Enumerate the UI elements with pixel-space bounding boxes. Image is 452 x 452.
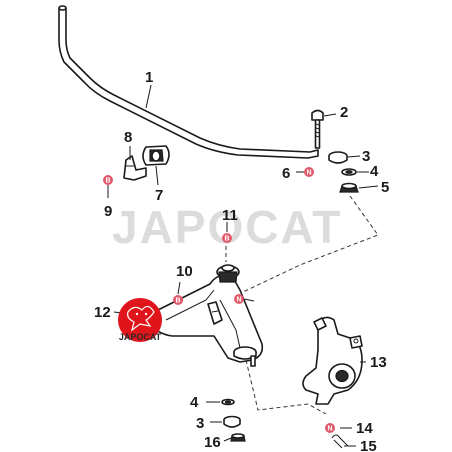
link-washer: [341, 168, 357, 176]
watermark: JAPOCAT: [112, 201, 342, 253]
svg-text:N: N: [327, 426, 332, 433]
callout-4-lower: 4: [190, 394, 199, 411]
callout-8: 8: [124, 129, 132, 146]
badge-n-14: N: [325, 423, 335, 433]
svg-text:B: B: [105, 178, 110, 185]
svg-text:B: B: [224, 236, 229, 243]
balljoint-nut: [223, 415, 241, 428]
callout-15: 15: [360, 438, 377, 452]
stabilizer-bar: [58, 5, 319, 159]
lower-control-arm: [149, 264, 264, 367]
callout-6: 6: [282, 165, 290, 182]
callout-3: 3: [362, 148, 370, 165]
assembly-guide-line: [225, 195, 379, 301]
balljoint-washer: [221, 398, 235, 406]
badge-n-6: N: [304, 167, 314, 177]
callout-2: 2: [340, 104, 348, 121]
callout-5: 5: [381, 179, 389, 196]
link-bushing-upper: [328, 151, 348, 164]
bushing-bracket: [123, 155, 147, 181]
callout-3-lower: 3: [196, 415, 204, 432]
balljoint-cotter: [230, 433, 246, 442]
leader-lines: [107, 84, 379, 447]
logo-text: JAPOCAT: [119, 332, 162, 342]
svg-text:N: N: [306, 170, 311, 177]
badge-b-11: B: [222, 233, 232, 243]
steering-knuckle: [302, 316, 363, 405]
assembly-guide-line-lower: [245, 359, 327, 415]
svg-text:N: N: [236, 297, 241, 304]
callout-1: 1: [145, 69, 153, 86]
badge-b-9: B: [103, 175, 113, 185]
stabilizer-link: [311, 109, 324, 149]
callout-4: 4: [370, 163, 379, 180]
callout-10: 10: [176, 263, 193, 280]
callout-16: 16: [204, 434, 221, 451]
badge-n-10: N: [234, 294, 244, 304]
badge-b-10: B: [173, 295, 183, 305]
callout-9: 9: [104, 203, 112, 220]
callout-12: 12: [94, 304, 111, 321]
link-nut: [339, 182, 359, 193]
stabilizer-bushing: [142, 145, 170, 166]
callout-11: 11: [222, 207, 238, 224]
cotter-pin: [331, 434, 349, 449]
callout-13: 13: [370, 354, 387, 371]
svg-text:B: B: [175, 298, 180, 305]
japocat-logo: JAPOCAT: [118, 298, 162, 342]
callout-14: 14: [356, 420, 373, 437]
callout-7: 7: [155, 187, 163, 204]
